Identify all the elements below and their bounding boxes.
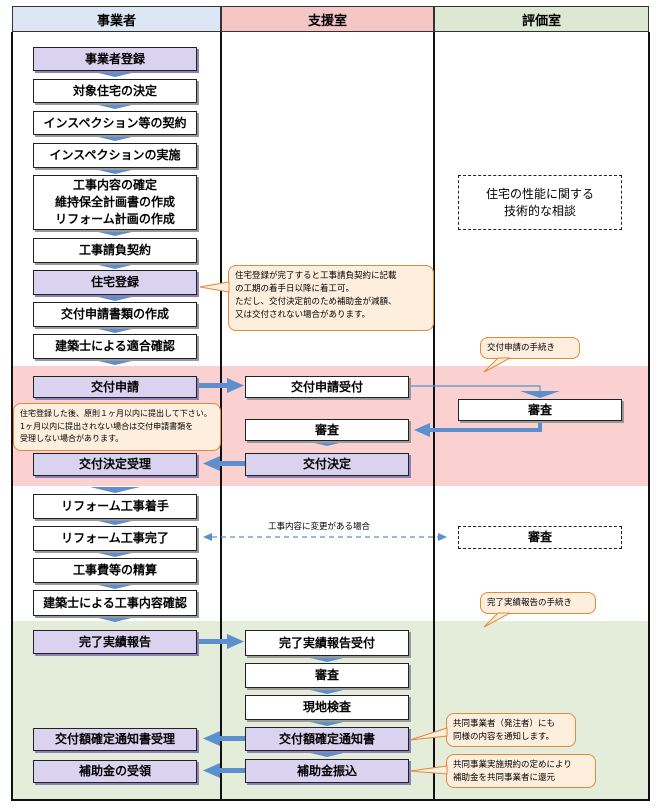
grant-decision: 交付決定 (245, 453, 409, 476)
tail-rule (409, 765, 448, 775)
down-arrow (90, 327, 140, 333)
tail-callout-app (483, 357, 511, 373)
callout-application-procedure: 交付申請の手続き (480, 337, 580, 359)
grant-apply: 交付申請 (33, 376, 197, 398)
inspection-do: インスペクションの実施 (33, 143, 197, 168)
architect-check: 建築士による適合確認 (33, 334, 197, 359)
down-arrow (90, 551, 140, 557)
header-evaluation: 評価室 (434, 6, 649, 32)
down-arrow (302, 656, 352, 662)
application-receive: 交付申請受付 (245, 376, 409, 398)
note-house-register-line-2: の工期の着手日以降に着工可。 (235, 284, 355, 294)
note-joint-line-2: 同様の内容を通知します。 (453, 732, 555, 742)
down-arrow (302, 688, 352, 694)
amount-notice: 交付額確定通知書 (245, 727, 409, 751)
house-register: 住宅登録 (33, 270, 197, 295)
right-arrow (438, 533, 447, 541)
tail-house-note (199, 281, 230, 293)
column-border-left (11, 32, 13, 800)
down-arrow (302, 751, 352, 757)
down-arrow (90, 103, 140, 109)
evaluation-review-dotted: 審査 (458, 526, 622, 549)
note-apply-line-2: 1ヶ月以内に提出されない場合は交付申請書類を (20, 421, 194, 431)
technical-consult-line-1: 住宅の性能に関する (485, 186, 594, 201)
contractor-register: 事業者登録 (33, 47, 197, 71)
down-arrow (520, 391, 560, 398)
column-border-2 (433, 32, 435, 800)
decision-receive: 交付決定受理 (33, 453, 197, 476)
right-arrow (227, 634, 244, 649)
down-arrow (302, 440, 352, 446)
note-joint-line-1: 共同事業者（発注者）にも (453, 719, 556, 729)
connector-line (410, 385, 541, 393)
grant-receive: 補助金の受領 (33, 760, 197, 783)
down-arrow (90, 71, 140, 77)
support-review: 審査 (245, 419, 409, 441)
note-house-register-line-1: 住宅登録が完了すると工事請負契約に記載 (235, 271, 397, 281)
inspection-contract: インスペクション等の契約 (33, 111, 197, 135)
left-arrow (203, 533, 212, 541)
note-house-register: 住宅登録が完了すると工事請負契約に記載 の工期の着手日以降に着工可。 ただし、交… (228, 265, 434, 331)
header-support: 支援室 (221, 6, 434, 32)
completion-report: 完了実績報告 (33, 630, 197, 654)
left-arrow (203, 763, 220, 778)
note-house-register-line-3: ただし、交付決定前のため補助金が減額、 (235, 297, 397, 307)
work-confirm-line-3: リフォーム計画の作成 (55, 212, 175, 226)
cost-settle: 工事費等の精算 (33, 558, 197, 583)
construction-contract: 工事請負契約 (33, 238, 197, 263)
note-apply-line-3: 受理しない場合があります。 (20, 434, 124, 443)
note-joint-rule: 共同事業実施規約の定めにより 補助金を共同事業者に還元 (446, 754, 596, 788)
note-rule-line-1: 共同事業実施規約の定めにより (453, 760, 572, 770)
tail-joint (409, 727, 448, 741)
amount-notice-receive: 交付額確定通知書受理 (33, 728, 197, 751)
column-border-1 (220, 32, 222, 800)
tail-callout-report (483, 612, 511, 628)
down-arrow (90, 583, 140, 589)
work-confirm-line-2: 維持保全計画書の作成 (54, 195, 175, 209)
callout-completion-procedure: 完了実績報告の手続き (480, 592, 596, 614)
left-arrow (203, 456, 220, 471)
technical-consult: 住宅の性能に関する 技術的な相談 (458, 175, 622, 230)
evaluation-review: 審査 (458, 399, 622, 421)
down-arrow (90, 519, 140, 525)
side-arrows (199, 378, 542, 778)
header-contractor: 事業者 (12, 6, 221, 32)
down-arrow (90, 263, 140, 269)
reform-complete: リフォーム工事完了 (33, 526, 197, 551)
site-inspection: 現地検査 (245, 695, 409, 720)
reform-start: リフォーム工事着手 (33, 494, 197, 519)
bottom-border (11, 799, 650, 801)
down-arrows (90, 71, 352, 757)
down-arrow (90, 230, 140, 236)
down-arrow (90, 359, 140, 365)
column-border-right (648, 32, 650, 800)
architect-work-check: 建築士による工事内容確認 (33, 590, 197, 616)
support-review-2: 審査 (245, 663, 409, 688)
down-arrow (90, 487, 140, 493)
application-docs: 交付申請書類の作成 (33, 302, 197, 327)
note-apply-line-1: 住宅登録した後、原則１ヶ月以内に提出して下さい。 (20, 409, 212, 418)
grant-transfer: 補助金振込 (245, 759, 409, 783)
left-arrow (203, 731, 220, 746)
down-arrow (90, 168, 140, 174)
technical-consult-line-2: 技術的な相談 (503, 203, 576, 218)
left-arrow (414, 423, 430, 437)
down-arrow (90, 135, 140, 141)
change-note: 工事内容に変更がある場合 (268, 522, 371, 532)
down-arrow (90, 295, 140, 301)
right-arrow (227, 378, 244, 393)
work-confirm: 工事内容の確定 維持保全計画書の作成 リフォーム計画の作成 (33, 175, 197, 230)
note-house-register-line-4: 又は交付されない場合があります。 (235, 310, 371, 320)
note-apply-deadline: 住宅登録した後、原則１ヶ月以内に提出して下さい。 1ヶ月以内に提出されない場合は… (13, 403, 221, 451)
report-receive: 完了実績報告受付 (245, 630, 409, 656)
target-house: 対象住宅の決定 (33, 79, 197, 103)
note-rule-line-2: 補助金を共同事業者に還元 (453, 773, 556, 783)
down-arrow (90, 616, 140, 622)
down-arrow (302, 720, 352, 726)
work-confirm-line-1: 工事内容の確定 (72, 178, 157, 192)
